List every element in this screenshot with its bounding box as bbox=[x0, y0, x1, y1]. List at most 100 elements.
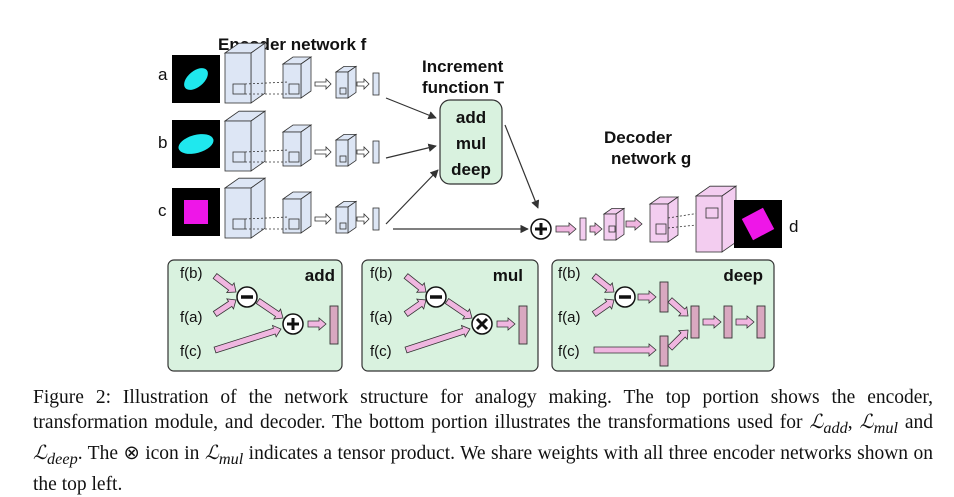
panel-add bbox=[167, 259, 343, 372]
deep-arrow-diff bbox=[637, 290, 657, 304]
input-image-a bbox=[172, 55, 220, 103]
mul-arrow-fc bbox=[404, 324, 471, 354]
deep-hidden-bar-1 bbox=[690, 305, 700, 339]
caption-sep-1: , bbox=[847, 412, 860, 433]
encoder-arrow bbox=[314, 146, 332, 158]
mul-arrow-fa bbox=[403, 298, 427, 318]
mul-arrow-fb bbox=[403, 273, 427, 293]
input-label-b: b bbox=[158, 133, 167, 152]
otimes-icon bbox=[471, 313, 493, 335]
encoder-code-bar bbox=[372, 72, 380, 96]
encoder-row-b bbox=[223, 110, 380, 172]
input-image-c bbox=[172, 188, 220, 236]
encoder-arrow bbox=[314, 78, 332, 90]
increment-op-deep: deep bbox=[451, 160, 491, 179]
encoder-to-increment-arrows bbox=[385, 97, 540, 234]
loss-mul-subscript-2: mul bbox=[218, 449, 244, 468]
decoder-arrow bbox=[625, 217, 643, 231]
caption-text-3: . The bbox=[77, 442, 124, 464]
encoder-arrow bbox=[356, 213, 370, 225]
deep-output-bar bbox=[756, 305, 766, 339]
encoder-code-bar bbox=[372, 207, 380, 231]
encoder-code-bar bbox=[372, 140, 380, 164]
minus-icon bbox=[425, 286, 447, 308]
panel-mul-title: mul bbox=[493, 266, 523, 285]
mul-arrow-out bbox=[496, 317, 516, 331]
panel-add-title: add bbox=[305, 266, 335, 285]
increment-op-mul: mul bbox=[456, 134, 486, 153]
increment-function-box bbox=[439, 99, 503, 185]
encoder-row-a bbox=[223, 42, 380, 104]
decoder-code-bar bbox=[579, 217, 587, 241]
input-label-c: c bbox=[158, 201, 167, 220]
decoder-title-line2: network g bbox=[611, 149, 691, 168]
figure-caption: Figure 2: Illustration of the network st… bbox=[33, 385, 933, 497]
loss-add-subscript: add bbox=[823, 418, 848, 437]
decoder-title-line1: Decoder bbox=[604, 128, 672, 147]
loss-deep-symbol: ℒ bbox=[33, 442, 48, 464]
plus-icon bbox=[282, 313, 304, 335]
caption-label: Figure 2: bbox=[33, 387, 111, 408]
panel-deep-input-fa: f(a) bbox=[558, 309, 581, 326]
deep-arrow-fc bbox=[593, 343, 657, 357]
loss-add-symbol: ℒ bbox=[809, 412, 824, 433]
panel-mul-input-fb: f(b) bbox=[370, 265, 393, 282]
loss-deep-subscript: deep bbox=[47, 449, 78, 468]
input-image-b bbox=[172, 120, 220, 168]
increment-title-line1: Increment bbox=[422, 57, 504, 76]
network-diagram: Encoder network f Increment function T D… bbox=[158, 35, 798, 372]
panel-add-input-fa: f(a) bbox=[180, 309, 203, 326]
encoder-layer-1 bbox=[223, 177, 267, 239]
deep-arrow-hidden bbox=[702, 315, 722, 329]
increment-op-add: add bbox=[456, 108, 486, 127]
panel-mul-input-fa: f(a) bbox=[370, 309, 393, 326]
deep-diff-bar bbox=[659, 281, 669, 313]
loss-mul-symbol-2: ℒ bbox=[204, 442, 219, 464]
plus-icon bbox=[530, 218, 552, 240]
decoder-arrow bbox=[589, 222, 603, 236]
deep-fc-bar bbox=[659, 335, 669, 367]
panel-mul-input-fc: f(c) bbox=[370, 343, 392, 360]
panel-deep-title: deep bbox=[723, 266, 763, 285]
encoder-row-c bbox=[223, 177, 380, 239]
add-arrow-fb bbox=[212, 273, 237, 293]
mul-output-bar bbox=[518, 305, 528, 345]
deep-arrow-out bbox=[735, 315, 755, 329]
encoder-arrow bbox=[314, 213, 332, 225]
add-arrow-fc bbox=[213, 324, 282, 354]
caption-text-5: indicates a tensor product. We share wei… bbox=[33, 442, 933, 495]
add-arrow-diff bbox=[255, 297, 284, 320]
panel-add-input-fc: f(c) bbox=[180, 343, 202, 360]
add-arrow-fa bbox=[212, 298, 237, 318]
decoder-layer-3 bbox=[694, 185, 738, 253]
output-label-d: d bbox=[789, 217, 798, 236]
output-image-d bbox=[734, 200, 782, 248]
encoder-layer-1 bbox=[223, 110, 267, 172]
deep-arrow-merge-bottom bbox=[667, 329, 689, 351]
loss-mul-symbol: ℒ bbox=[859, 412, 874, 433]
input-label-a: a bbox=[158, 65, 168, 84]
panel-deep-input-fc: f(c) bbox=[558, 343, 580, 360]
panel-deep-input-fb: f(b) bbox=[558, 265, 581, 282]
increment-title-line2: function T bbox=[422, 78, 505, 97]
add-arrow-out bbox=[307, 317, 327, 331]
loss-mul-subscript: mul bbox=[873, 418, 898, 437]
decoder-layer-1 bbox=[602, 207, 626, 241]
encoder-arrow bbox=[356, 146, 370, 158]
deep-arrow-fa bbox=[591, 298, 615, 318]
decoder-layer-2 bbox=[648, 196, 680, 243]
otimes-icon: ⊗ bbox=[123, 442, 140, 464]
caption-text-1: Illustration of the network structure fo… bbox=[33, 387, 933, 433]
add-output-bar bbox=[329, 305, 339, 345]
decoder-arrow bbox=[555, 222, 577, 236]
encoder-arrow bbox=[356, 78, 370, 90]
caption-text-4: icon in bbox=[139, 442, 205, 464]
minus-icon bbox=[236, 286, 258, 308]
panel-add-input-fb: f(b) bbox=[180, 265, 203, 282]
deep-arrow-fb bbox=[591, 273, 615, 293]
encoder-layer-1 bbox=[223, 42, 267, 104]
panel-mul bbox=[361, 259, 539, 372]
deep-hidden-bar-2 bbox=[723, 305, 733, 339]
minus-icon bbox=[614, 286, 636, 308]
deep-arrow-merge-top bbox=[667, 297, 689, 317]
